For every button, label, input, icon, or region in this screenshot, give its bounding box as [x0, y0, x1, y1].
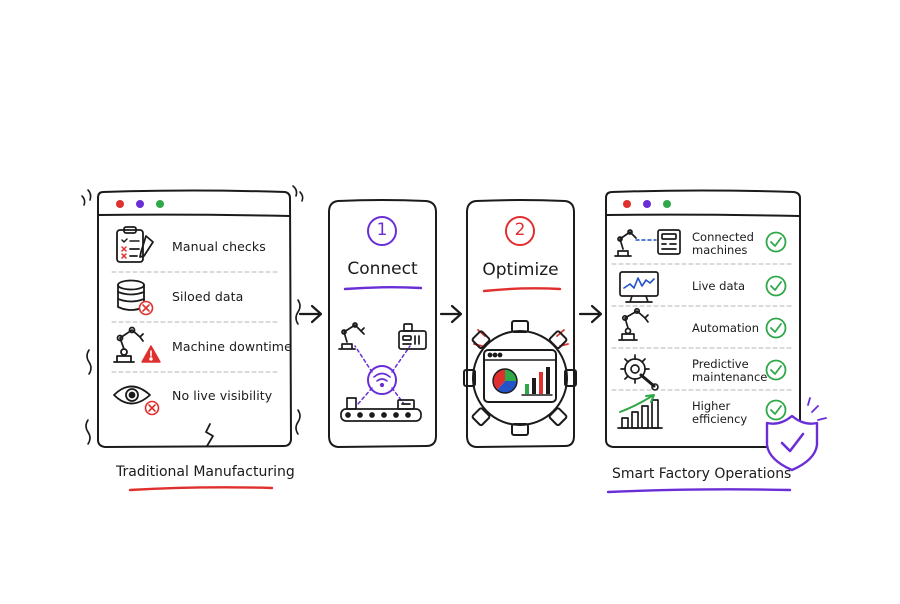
smart-item-line: machines [692, 243, 748, 257]
window-dot-purple [643, 200, 651, 208]
step-connect-card [328, 199, 437, 448]
window-dot-purple [136, 200, 144, 208]
smart-item-label: Higher efficiency [692, 400, 747, 426]
clipboard-checklist-icon [116, 226, 154, 263]
traditional-window [81, 185, 304, 492]
step-2-number: 2 [514, 220, 526, 240]
flow-arrow-2 [439, 304, 463, 324]
window-dot-red [116, 200, 124, 208]
smart-item-line: efficiency [692, 412, 748, 426]
check-icon [765, 359, 787, 381]
gear-dashboard-icon [463, 320, 577, 436]
robot-arm-icon [618, 307, 649, 341]
traditional-item-label: No live visibility [172, 388, 273, 403]
crack-mark [205, 423, 214, 447]
window-dot-green [156, 200, 164, 208]
traditional-item-label: Manual checks [172, 239, 266, 254]
smart-item-line: maintenance [692, 370, 768, 384]
connected-machines-icon [614, 229, 681, 257]
optimize-underline [482, 287, 562, 293]
smart-underline [606, 488, 792, 494]
window-dot-green [663, 200, 671, 208]
flow-arrow-1 [298, 304, 323, 324]
smart-item-line: Predictive [692, 357, 749, 371]
connect-underline [343, 286, 423, 291]
traditional-underline [128, 486, 274, 492]
growth-bars-icon [617, 394, 663, 429]
check-icon [765, 275, 787, 297]
traditional-caption: Traditional Manufacturing [116, 464, 295, 480]
smart-caption: Smart Factory Operations [612, 466, 792, 482]
step-2-badge [505, 216, 535, 246]
smart-item-label: Live data [692, 279, 746, 293]
shield-check-icon [765, 397, 827, 472]
traditional-item-label: Machine downtime [172, 339, 292, 354]
step-1-number: 1 [376, 220, 388, 240]
database-error-icon [117, 279, 154, 316]
factory-network-icon [338, 322, 427, 422]
check-icons [765, 231, 787, 421]
smart-window [605, 189, 827, 494]
smart-item-label: Predictive maintenance [692, 358, 767, 384]
window-dot-red [623, 200, 631, 208]
smart-item-line: Higher [692, 399, 731, 413]
step-2-title: Optimize [482, 260, 559, 280]
eye-error-icon [113, 385, 160, 416]
smart-item-label: Connected machines [692, 231, 754, 257]
gear-wrench-icon [620, 354, 659, 391]
gear-icon [463, 320, 577, 436]
check-icon [765, 317, 787, 339]
check-icon [765, 231, 787, 253]
flow-arrow-3 [578, 304, 603, 324]
step-1-title: Connect [347, 259, 418, 279]
robot-arm-warning-icon [113, 326, 161, 363]
traditional-item-label: Siloed data [172, 289, 244, 304]
smart-item-line: Connected [692, 230, 754, 244]
step-1-badge [367, 216, 397, 246]
step-optimize-card [463, 199, 577, 448]
live-chart-monitor-icon [619, 271, 659, 303]
check-icon [765, 399, 787, 421]
smart-item-label: Automation [692, 321, 759, 335]
